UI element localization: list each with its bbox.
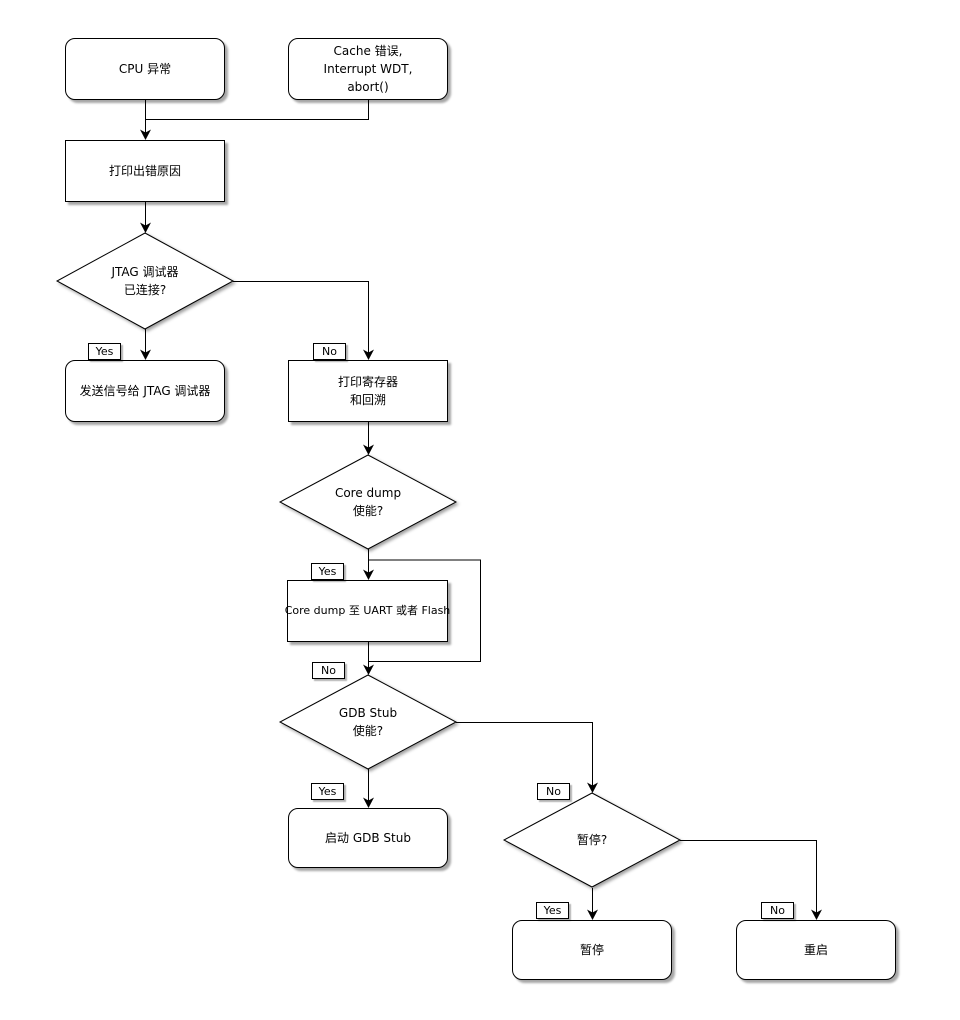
branch-label-no-coredump: No bbox=[312, 662, 345, 679]
node-label: Interrupt WDT, bbox=[323, 62, 413, 76]
node-label: 使能? bbox=[352, 504, 384, 518]
node-reboot: 重启 bbox=[736, 920, 896, 980]
node-label: GDB Stub bbox=[338, 706, 398, 720]
arrowhead bbox=[811, 909, 822, 920]
node-label: 重启 bbox=[803, 943, 828, 957]
node-core-dump-to-uart-flash: Core dump 至 UART 或者 Flash bbox=[284, 580, 451, 642]
edge-gdb-no bbox=[456, 722, 593, 791]
node-label: 打印寄存器 bbox=[337, 375, 398, 389]
arrowhead bbox=[363, 664, 374, 675]
diamond-text-halt-decision: 暂停? bbox=[577, 831, 607, 849]
arrowhead bbox=[140, 129, 151, 140]
diamond-text-core-dump-enabled: Core dump 使能? bbox=[335, 484, 401, 520]
branch-label-no-jtag: No bbox=[313, 343, 346, 360]
diamond-halt-decision bbox=[502, 792, 682, 888]
arrowhead bbox=[587, 782, 598, 793]
branch-label-yes-jtag: Yes bbox=[88, 343, 121, 360]
node-label: Core dump 至 UART 或者 Flash bbox=[284, 604, 451, 617]
arrowhead bbox=[363, 797, 374, 808]
edge-cache-to-merge bbox=[145, 100, 369, 120]
node-cpu-exception: CPU 异常 bbox=[65, 38, 225, 100]
diamond-text-gdb-stub-enabled: GDB Stub 使能? bbox=[339, 704, 397, 740]
arrowhead bbox=[587, 909, 598, 920]
node-label: 和回溯 bbox=[349, 393, 386, 407]
arrowhead bbox=[363, 569, 374, 580]
node-label: 启动 GDB Stub bbox=[325, 831, 411, 845]
diamond-gdb-stub-enabled bbox=[278, 674, 458, 770]
node-label: abort() bbox=[347, 80, 389, 94]
arrowhead bbox=[140, 222, 151, 233]
node-label: Core dump bbox=[334, 486, 402, 500]
diamond-text-jtag-connected: JTAG 调试器 已连接? bbox=[111, 263, 178, 299]
edge-jtag-no bbox=[233, 281, 369, 359]
branch-label-no-gdb: No bbox=[537, 783, 570, 800]
diamond-jtag-connected bbox=[55, 232, 235, 330]
node-print-registers-backtrace: 打印寄存器 和回溯 bbox=[288, 360, 448, 422]
node-label: 已连接? bbox=[123, 283, 167, 297]
node-label: CPU 异常 bbox=[118, 62, 172, 76]
node-label: 暂停 bbox=[579, 943, 604, 957]
arrowhead bbox=[140, 349, 151, 360]
arrowhead bbox=[363, 349, 374, 360]
node-label: Cache 错误, bbox=[333, 44, 403, 58]
node-print-error-cause: 打印出错原因 bbox=[65, 140, 225, 202]
branch-label-no-halt: No bbox=[761, 902, 794, 919]
node-send-signal-to-jtag: 发送信号给 JTAG 调试器 bbox=[65, 360, 225, 422]
node-label: 使能? bbox=[352, 724, 384, 738]
edge-coredump-no-bypass bbox=[368, 559, 481, 662]
branch-label-yes-gdb: Yes bbox=[311, 783, 344, 800]
branch-label-yes-coredump: Yes bbox=[311, 563, 344, 580]
edge-halt-no bbox=[680, 840, 817, 918]
diamond-core-dump-enabled bbox=[278, 454, 458, 550]
node-halt: 暂停 bbox=[512, 920, 672, 980]
node-label: JTAG 调试器 bbox=[111, 265, 179, 279]
node-label: 暂停? bbox=[576, 833, 608, 847]
node-cache-error: Cache 错误, Interrupt WDT, abort() bbox=[288, 38, 448, 100]
node-label: 发送信号给 JTAG 调试器 bbox=[79, 384, 211, 398]
branch-label-yes-halt: Yes bbox=[536, 902, 569, 919]
node-start-gdb-stub: 启动 GDB Stub bbox=[288, 808, 448, 868]
arrowhead bbox=[363, 444, 374, 455]
node-label: 打印出错原因 bbox=[108, 164, 181, 178]
